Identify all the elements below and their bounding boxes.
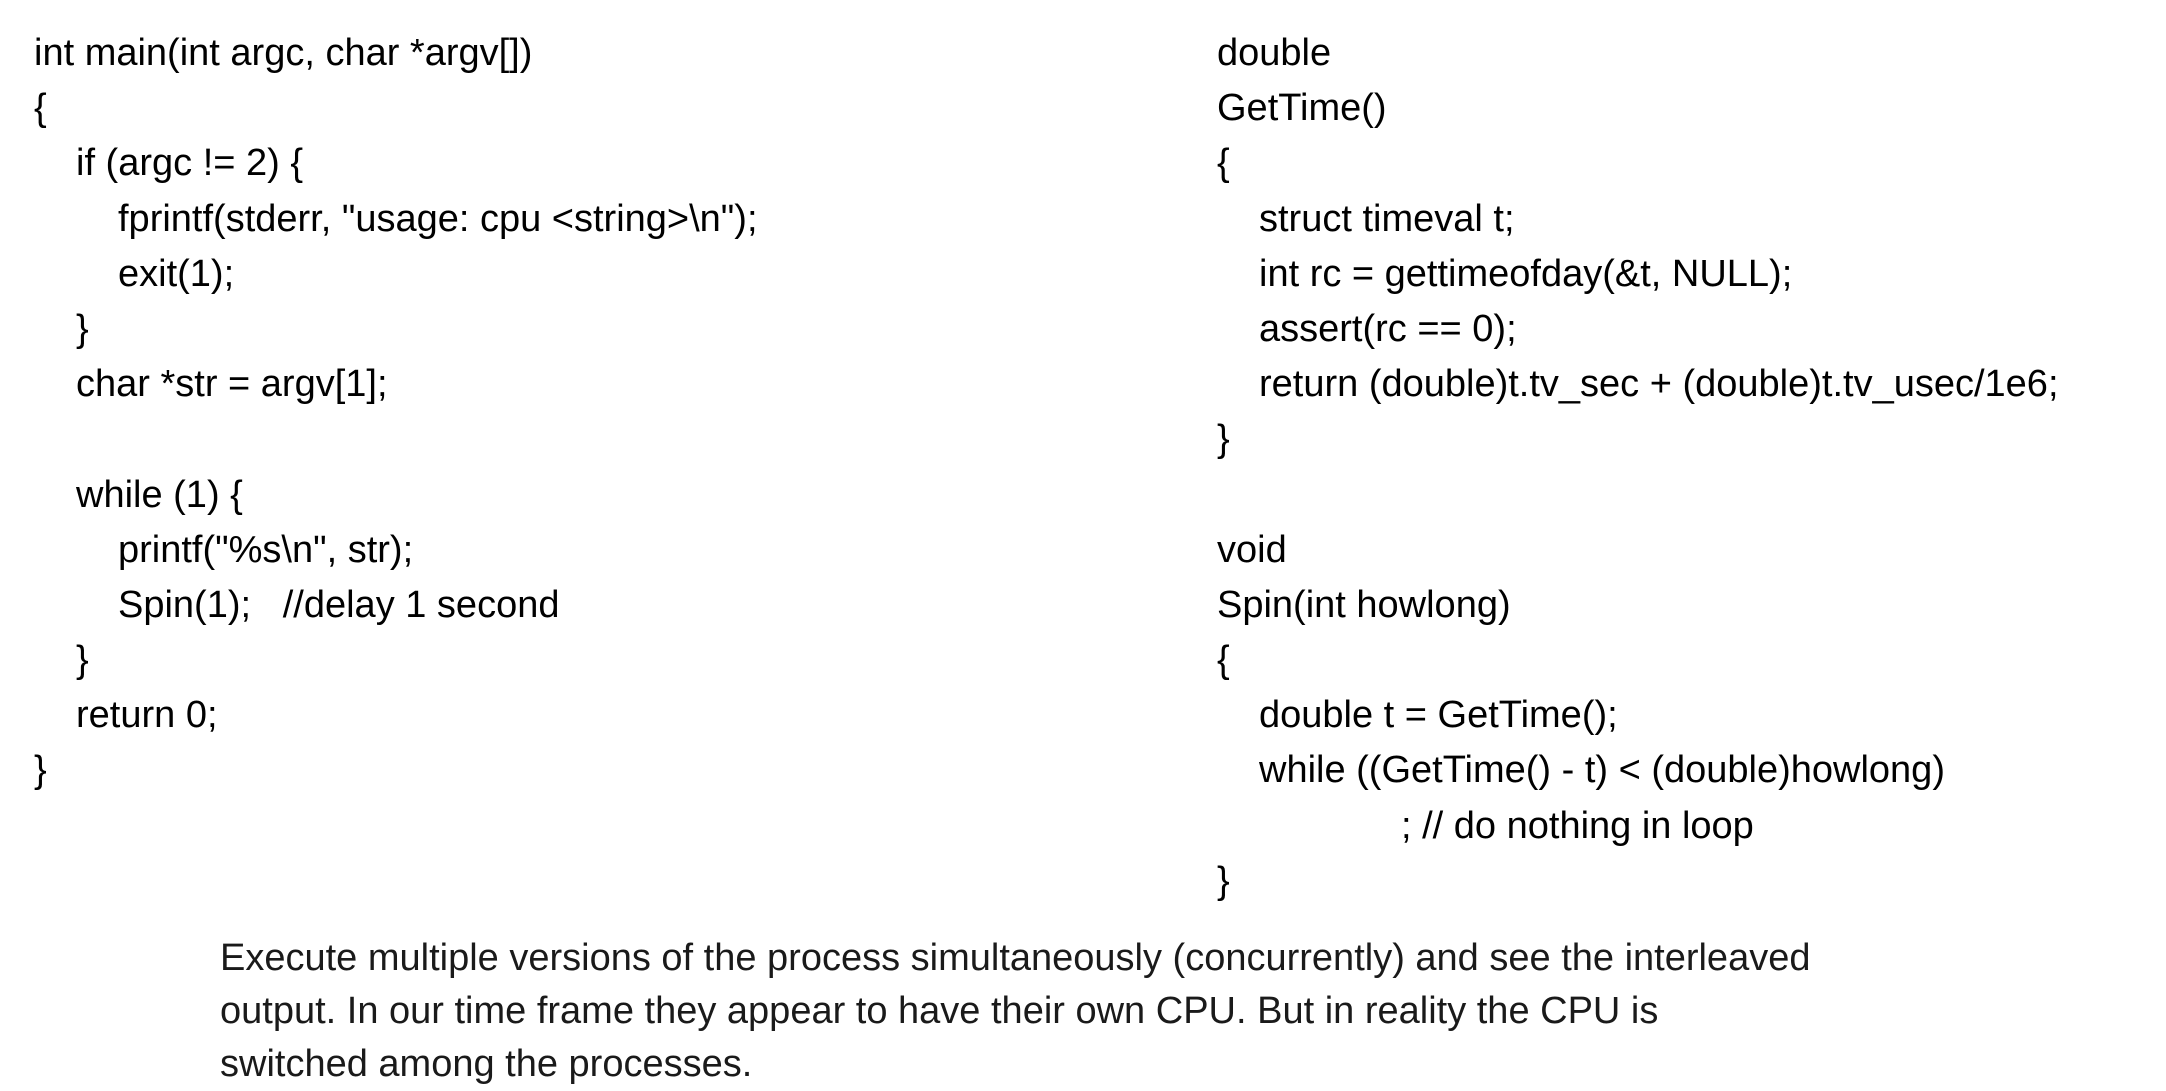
code-line: {: [34, 87, 47, 130]
code-line: printf("%s\n", str);: [118, 528, 414, 571]
code-line: double t = GetTime();: [1259, 694, 1618, 737]
description-paragraph: Execute multiple versions of the process…: [220, 932, 2080, 1091]
code-line: Spin(1); //delay 1 second: [118, 583, 560, 626]
code-line: }: [76, 639, 89, 682]
code-line: double: [1217, 32, 1332, 74]
code-line: exit(1);: [118, 252, 235, 295]
code-line: return 0;: [76, 694, 218, 737]
code-line: int rc = gettimeofday(&t, NULL);: [1259, 252, 1793, 295]
code-line: assert(rc == 0);: [1259, 307, 1517, 350]
helper-functions-code: double GetTime() { struct timeval t; int…: [1217, 26, 2059, 909]
code-line: fprintf(stderr, "usage: cpu <string>\n")…: [118, 197, 758, 240]
code-line: GetTime(): [1217, 87, 1387, 130]
code-line: {: [1217, 142, 1230, 185]
code-line: }: [1217, 859, 1230, 902]
code-line: {: [1217, 639, 1230, 682]
code-line: int main(int argc, char *argv[]): [34, 32, 533, 74]
code-line-blank: [34, 412, 758, 467]
code-line: }: [76, 307, 89, 350]
code-line: struct timeval t;: [1259, 197, 1515, 240]
code-line: }: [34, 749, 47, 792]
description-line: Execute multiple versions of the process…: [220, 937, 1811, 979]
code-line: }: [1217, 418, 1230, 461]
code-line: while (1) {: [76, 473, 243, 516]
code-line: ; // do nothing in loop: [1401, 804, 1754, 847]
code-line: Spin(int howlong): [1217, 583, 1511, 626]
description-line: output. In our time frame they appear to…: [220, 990, 1659, 1032]
code-line: while ((GetTime() - t) < (double)howlong…: [1259, 749, 1945, 792]
code-line: char *str = argv[1];: [76, 363, 388, 406]
code-line: return (double)t.tv_sec + (double)t.tv_u…: [1259, 363, 2059, 406]
description-line: switched among the processes.: [220, 1043, 753, 1085]
code-line: void: [1217, 528, 1287, 571]
main-function-code: int main(int argc, char *argv[]) { if (a…: [34, 26, 758, 799]
code-line: if (argc != 2) {: [76, 142, 304, 185]
code-line-blank: [1217, 468, 2059, 523]
